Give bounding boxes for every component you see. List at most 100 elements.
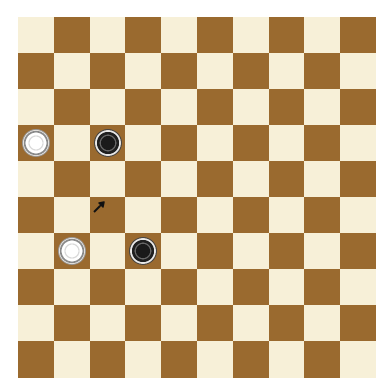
board-square[interactable] bbox=[90, 161, 126, 198]
board-square[interactable] bbox=[304, 341, 340, 378]
board-square[interactable] bbox=[161, 89, 197, 126]
board-square[interactable] bbox=[125, 197, 161, 234]
board-square[interactable] bbox=[233, 341, 269, 378]
board-square[interactable] bbox=[304, 161, 340, 198]
black-checker-piece[interactable] bbox=[95, 130, 121, 156]
board-square[interactable] bbox=[90, 17, 126, 54]
board-square[interactable] bbox=[269, 269, 305, 306]
board-square[interactable] bbox=[161, 341, 197, 378]
board-square[interactable] bbox=[197, 161, 233, 198]
board-square[interactable] bbox=[125, 17, 161, 54]
board-square[interactable] bbox=[304, 233, 340, 270]
board-square[interactable] bbox=[269, 197, 305, 234]
board-square[interactable] bbox=[54, 269, 90, 306]
board-square[interactable] bbox=[304, 197, 340, 234]
board-square[interactable] bbox=[233, 233, 269, 270]
board-square[interactable] bbox=[269, 89, 305, 126]
board-square[interactable] bbox=[18, 197, 54, 234]
board-square[interactable] bbox=[197, 17, 233, 54]
board-square[interactable] bbox=[304, 53, 340, 90]
board-square[interactable] bbox=[90, 197, 126, 234]
board-square[interactable] bbox=[197, 89, 233, 126]
board-square[interactable] bbox=[197, 197, 233, 234]
board-square[interactable] bbox=[18, 53, 54, 90]
board-square[interactable] bbox=[90, 89, 126, 126]
board-square[interactable] bbox=[90, 305, 126, 342]
board-square[interactable] bbox=[233, 89, 269, 126]
board-square[interactable] bbox=[18, 305, 54, 342]
board-square[interactable] bbox=[161, 17, 197, 54]
board-square[interactable] bbox=[304, 125, 340, 162]
board-square[interactable] bbox=[269, 17, 305, 54]
board-square[interactable] bbox=[125, 341, 161, 378]
board-square[interactable] bbox=[18, 233, 54, 270]
board-square[interactable] bbox=[340, 161, 376, 198]
board-square[interactable] bbox=[233, 305, 269, 342]
board-square[interactable] bbox=[18, 161, 54, 198]
board-square[interactable] bbox=[161, 305, 197, 342]
white-checker-piece[interactable] bbox=[59, 238, 85, 264]
board-square[interactable] bbox=[233, 161, 269, 198]
board-square[interactable] bbox=[340, 197, 376, 234]
board-square[interactable] bbox=[269, 341, 305, 378]
board-square[interactable] bbox=[161, 125, 197, 162]
board-square[interactable] bbox=[161, 161, 197, 198]
board-square[interactable] bbox=[197, 341, 233, 378]
board-square[interactable] bbox=[269, 305, 305, 342]
board-square[interactable] bbox=[340, 53, 376, 90]
board-square[interactable] bbox=[125, 305, 161, 342]
board-square[interactable] bbox=[90, 233, 126, 270]
board-square[interactable] bbox=[340, 17, 376, 54]
board-square[interactable] bbox=[125, 161, 161, 198]
board-square[interactable] bbox=[233, 53, 269, 90]
board-square[interactable] bbox=[269, 125, 305, 162]
board-square[interactable] bbox=[340, 305, 376, 342]
board-square[interactable] bbox=[304, 305, 340, 342]
board-square[interactable] bbox=[233, 125, 269, 162]
board-square[interactable] bbox=[54, 341, 90, 378]
board-square[interactable] bbox=[125, 89, 161, 126]
board-square[interactable] bbox=[125, 53, 161, 90]
board-square[interactable] bbox=[233, 17, 269, 54]
board-square[interactable] bbox=[233, 197, 269, 234]
board-square[interactable] bbox=[340, 269, 376, 306]
board-square[interactable] bbox=[269, 161, 305, 198]
board-square[interactable] bbox=[304, 89, 340, 126]
board-square[interactable] bbox=[90, 341, 126, 378]
board-square[interactable] bbox=[18, 341, 54, 378]
board-square[interactable] bbox=[54, 53, 90, 90]
board-square[interactable] bbox=[340, 341, 376, 378]
board-square[interactable] bbox=[269, 233, 305, 270]
board-square[interactable] bbox=[304, 269, 340, 306]
board-square[interactable] bbox=[233, 269, 269, 306]
board-square[interactable] bbox=[197, 305, 233, 342]
board-square[interactable] bbox=[161, 53, 197, 90]
board-square[interactable] bbox=[125, 125, 161, 162]
board-square[interactable] bbox=[54, 125, 90, 162]
board-square[interactable] bbox=[18, 89, 54, 126]
checkers-board bbox=[18, 17, 376, 377]
board-square[interactable] bbox=[161, 269, 197, 306]
board-square[interactable] bbox=[197, 269, 233, 306]
board-square[interactable] bbox=[269, 53, 305, 90]
board-square[interactable] bbox=[54, 161, 90, 198]
board-square[interactable] bbox=[197, 125, 233, 162]
board-square[interactable] bbox=[340, 233, 376, 270]
board-square[interactable] bbox=[197, 53, 233, 90]
board-square[interactable] bbox=[90, 53, 126, 90]
board-square[interactable] bbox=[161, 197, 197, 234]
board-square[interactable] bbox=[125, 269, 161, 306]
board-square[interactable] bbox=[161, 233, 197, 270]
board-square[interactable] bbox=[54, 89, 90, 126]
board-square[interactable] bbox=[197, 233, 233, 270]
white-checker-piece[interactable] bbox=[23, 130, 49, 156]
board-square[interactable] bbox=[18, 17, 54, 54]
board-square[interactable] bbox=[54, 305, 90, 342]
board-square[interactable] bbox=[54, 197, 90, 234]
board-square[interactable] bbox=[54, 17, 90, 54]
board-square[interactable] bbox=[18, 269, 54, 306]
board-square[interactable] bbox=[340, 89, 376, 126]
board-square[interactable] bbox=[304, 17, 340, 54]
board-square[interactable] bbox=[340, 125, 376, 162]
board-square[interactable] bbox=[90, 269, 126, 306]
